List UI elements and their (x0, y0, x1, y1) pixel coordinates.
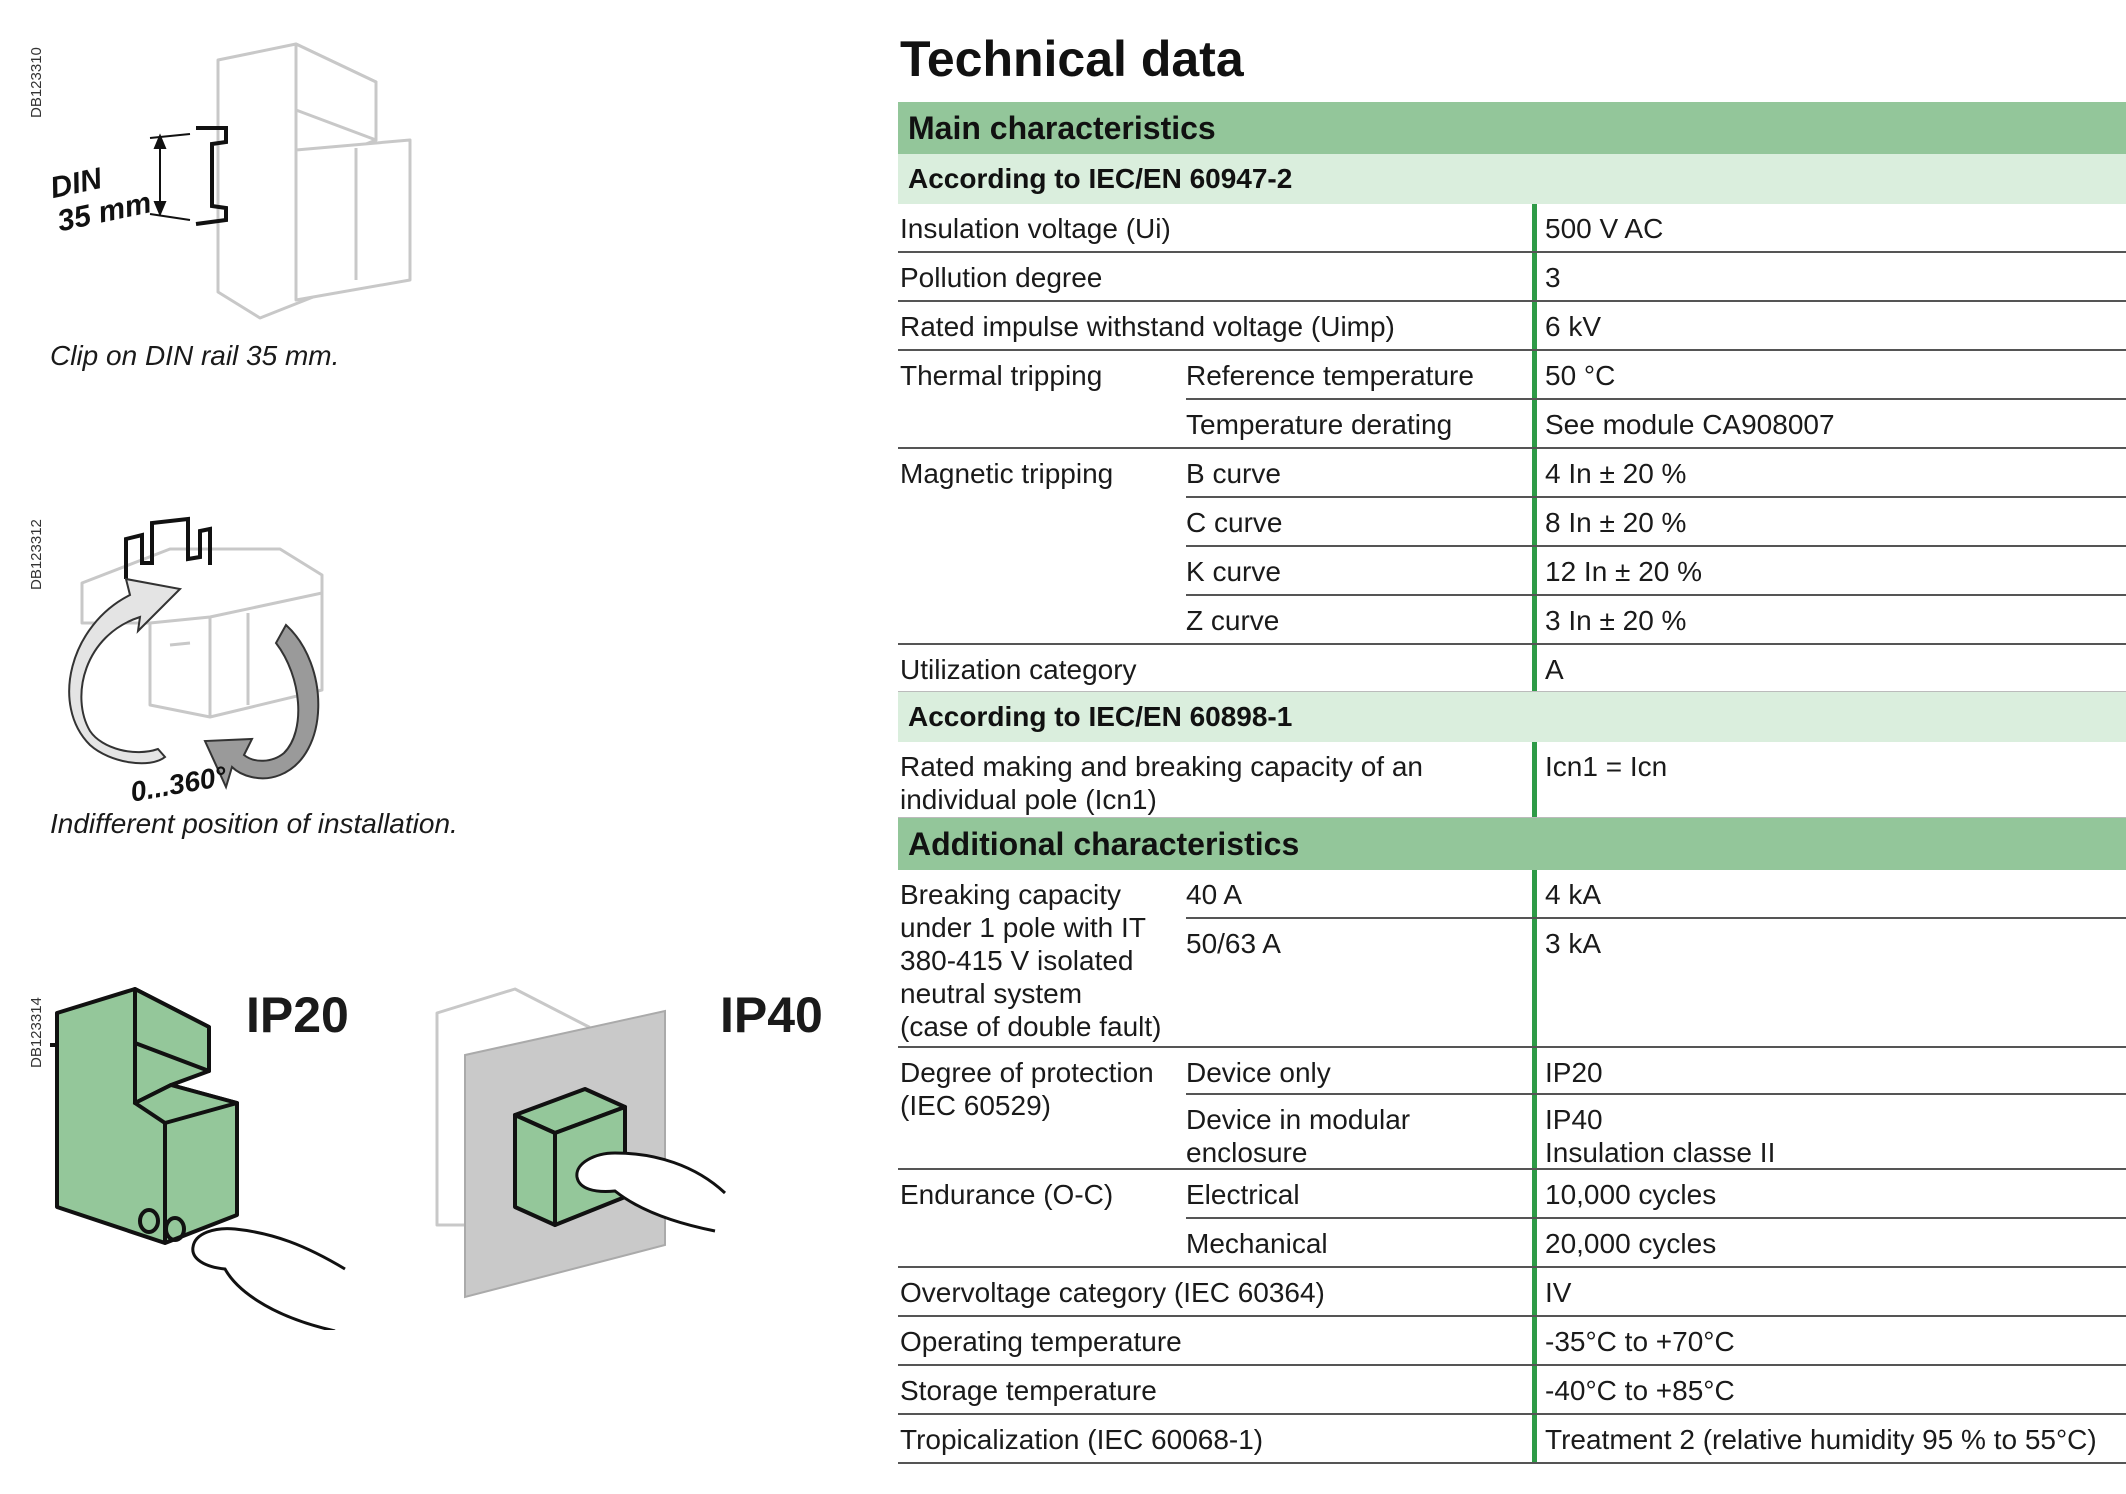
technical-data-table: Main characteristics According to IEC/EN… (898, 102, 2126, 1464)
table-row: Pollution degree 3 (898, 253, 2126, 302)
table-row: Overvoltage category (IEC 60364) IV (898, 1268, 2126, 1317)
row-value: 3 (1532, 253, 2126, 300)
row-value: Icn1 = Icn (1532, 742, 2126, 817)
row-value: 3 kA (1532, 919, 2126, 1046)
ip20-label: IP20 (246, 987, 349, 1043)
table-row: Rated impulse withstand voltage (Uimp) 6… (898, 302, 2126, 351)
table-row: 50/63 A 3 kA (1186, 919, 2126, 1046)
table-row: Rated making and breaking capacity of an… (898, 742, 2126, 818)
table-row: Temperature derating See module CA908007 (1186, 400, 2126, 447)
endurance-group: Endurance (O-C) Electrical 10,000 cycles… (898, 1170, 2126, 1268)
row-value: -35°C to +70°C (1532, 1317, 2126, 1364)
table-row: Tropicalization (IEC 60068-1) Treatment … (898, 1415, 2126, 1464)
sub-label: 40 A (1186, 879, 1243, 910)
row-value: 6 kV (1532, 302, 2126, 349)
row-value: 500 V AC (1532, 204, 2126, 251)
table-row: Insulation voltage (Ui) 500 V AC (898, 204, 2126, 253)
sub-label: B curve (1186, 458, 1281, 489)
group-label: Breaking capacity under 1 pole with IT 3… (900, 879, 1162, 1042)
sub-label: Mechanical (1186, 1228, 1328, 1259)
table-row: Z curve 3 In ± 20 % (1186, 596, 2126, 643)
ip40-enclosure-illustration (435, 987, 727, 1299)
table-row: K curve 12 In ± 20 % (1186, 547, 2126, 596)
row-value: 8 In ± 20 % (1532, 498, 2126, 545)
breaking-capacity-group: Breaking capacity under 1 pole with IT 3… (898, 870, 2126, 1048)
sub-label: 50/63 A (1186, 928, 1281, 959)
ip20-device-illustration (50, 987, 346, 1330)
table-row: Device only IP20 (1186, 1048, 2126, 1095)
sub-label: Device in modular enclosure (1186, 1104, 1411, 1168)
sub-label: Electrical (1186, 1179, 1300, 1210)
table-row: Reference temperature 50 °C (1186, 351, 2126, 400)
row-label: Utilization category (900, 654, 1137, 685)
sub-label: Device only (1186, 1057, 1331, 1088)
row-label: Pollution degree (900, 262, 1103, 293)
sub-label: Reference temperature (1186, 360, 1474, 391)
table-row: Storage temperature -40°C to +85°C (898, 1366, 2126, 1415)
group-label: Degree of protection (IEC 60529) (900, 1057, 1154, 1121)
table-row: 40 A 4 kA (1186, 870, 2126, 919)
row-label: Overvoltage category (IEC 60364) (900, 1277, 1325, 1308)
group-label: Magnetic tripping (900, 458, 1114, 489)
row-value: 50 °C (1532, 351, 2126, 398)
row-value: A (1532, 645, 2126, 691)
magnetic-tripping-group: Magnetic tripping B curve 4 In ± 20 % C … (898, 449, 2126, 645)
drawing-code-3: DB123314 (28, 997, 45, 1068)
row-value: -40°C to +85°C (1532, 1366, 2126, 1413)
group-label: Thermal tripping (900, 360, 1103, 391)
table-row: Device in modular enclosure IP40 Insulat… (1186, 1095, 2126, 1168)
table-row: Operating temperature -35°C to +70°C (898, 1317, 2126, 1366)
sub-label: C curve (1186, 507, 1283, 538)
thermal-tripping-group: Thermal tripping Reference temperature 5… (898, 351, 2126, 449)
row-value: 4 In ± 20 % (1532, 449, 2126, 496)
table-row: Mechanical 20,000 cycles (1186, 1219, 2126, 1266)
table-row: B curve 4 In ± 20 % (1186, 449, 2126, 498)
sub-label: Temperature derating (1186, 409, 1453, 440)
degree-of-protection-group: Degree of protection (IEC 60529) Device … (898, 1048, 2126, 1170)
main-characteristics-header: Main characteristics (898, 102, 2126, 154)
table-row: C curve 8 In ± 20 % (1186, 498, 2126, 547)
iec-60947-header: According to IEC/EN 60947-2 (898, 154, 2126, 204)
ip40-label: IP40 (720, 987, 823, 1043)
row-value: 20,000 cycles (1532, 1219, 2126, 1266)
table-row: Utilization category A (898, 645, 2126, 692)
din-rail-illustration: DIN 35 mm (47, 42, 412, 320)
rotation-label: 0...360° (128, 760, 230, 805)
caption-clip: Clip on DIN rail 35 mm. (50, 340, 340, 371)
sub-label: K curve (1186, 556, 1281, 587)
sub-label: Z curve (1186, 605, 1280, 636)
table-row: Electrical 10,000 cycles (1186, 1170, 2126, 1219)
row-value: IP40 Insulation classe II (1532, 1095, 2126, 1168)
row-label: Tropicalization (IEC 60068-1) (900, 1424, 1264, 1455)
row-value: 3 In ± 20 % (1532, 596, 2126, 643)
row-value: IV (1532, 1268, 2126, 1315)
row-value: 10,000 cycles (1532, 1170, 2126, 1217)
row-label: Rated impulse withstand voltage (Uimp) (900, 311, 1395, 342)
row-value: 4 kA (1532, 870, 2126, 917)
iec-60898-header: According to IEC/EN 60898-1 (898, 692, 2126, 742)
additional-characteristics-header: Additional characteristics (898, 818, 2126, 870)
row-value: 12 In ± 20 % (1532, 547, 2126, 594)
row-label: Insulation voltage (Ui) (900, 213, 1171, 244)
row-value: IP20 (1532, 1048, 2126, 1093)
rotation-illustration: 0...360° (68, 516, 324, 805)
row-label: Rated making and breaking capacity of an… (900, 751, 1423, 815)
row-label: Operating temperature (900, 1326, 1182, 1357)
caption-position: Indifferent position of installation. (50, 808, 458, 839)
row-value: See module CA908007 (1532, 400, 2126, 447)
page-title: Technical data (900, 31, 1244, 87)
row-value: Treatment 2 (relative humidity 95 % to 5… (1532, 1415, 2126, 1462)
group-label: Endurance (O-C) (900, 1179, 1114, 1210)
row-label: Storage temperature (900, 1375, 1157, 1406)
